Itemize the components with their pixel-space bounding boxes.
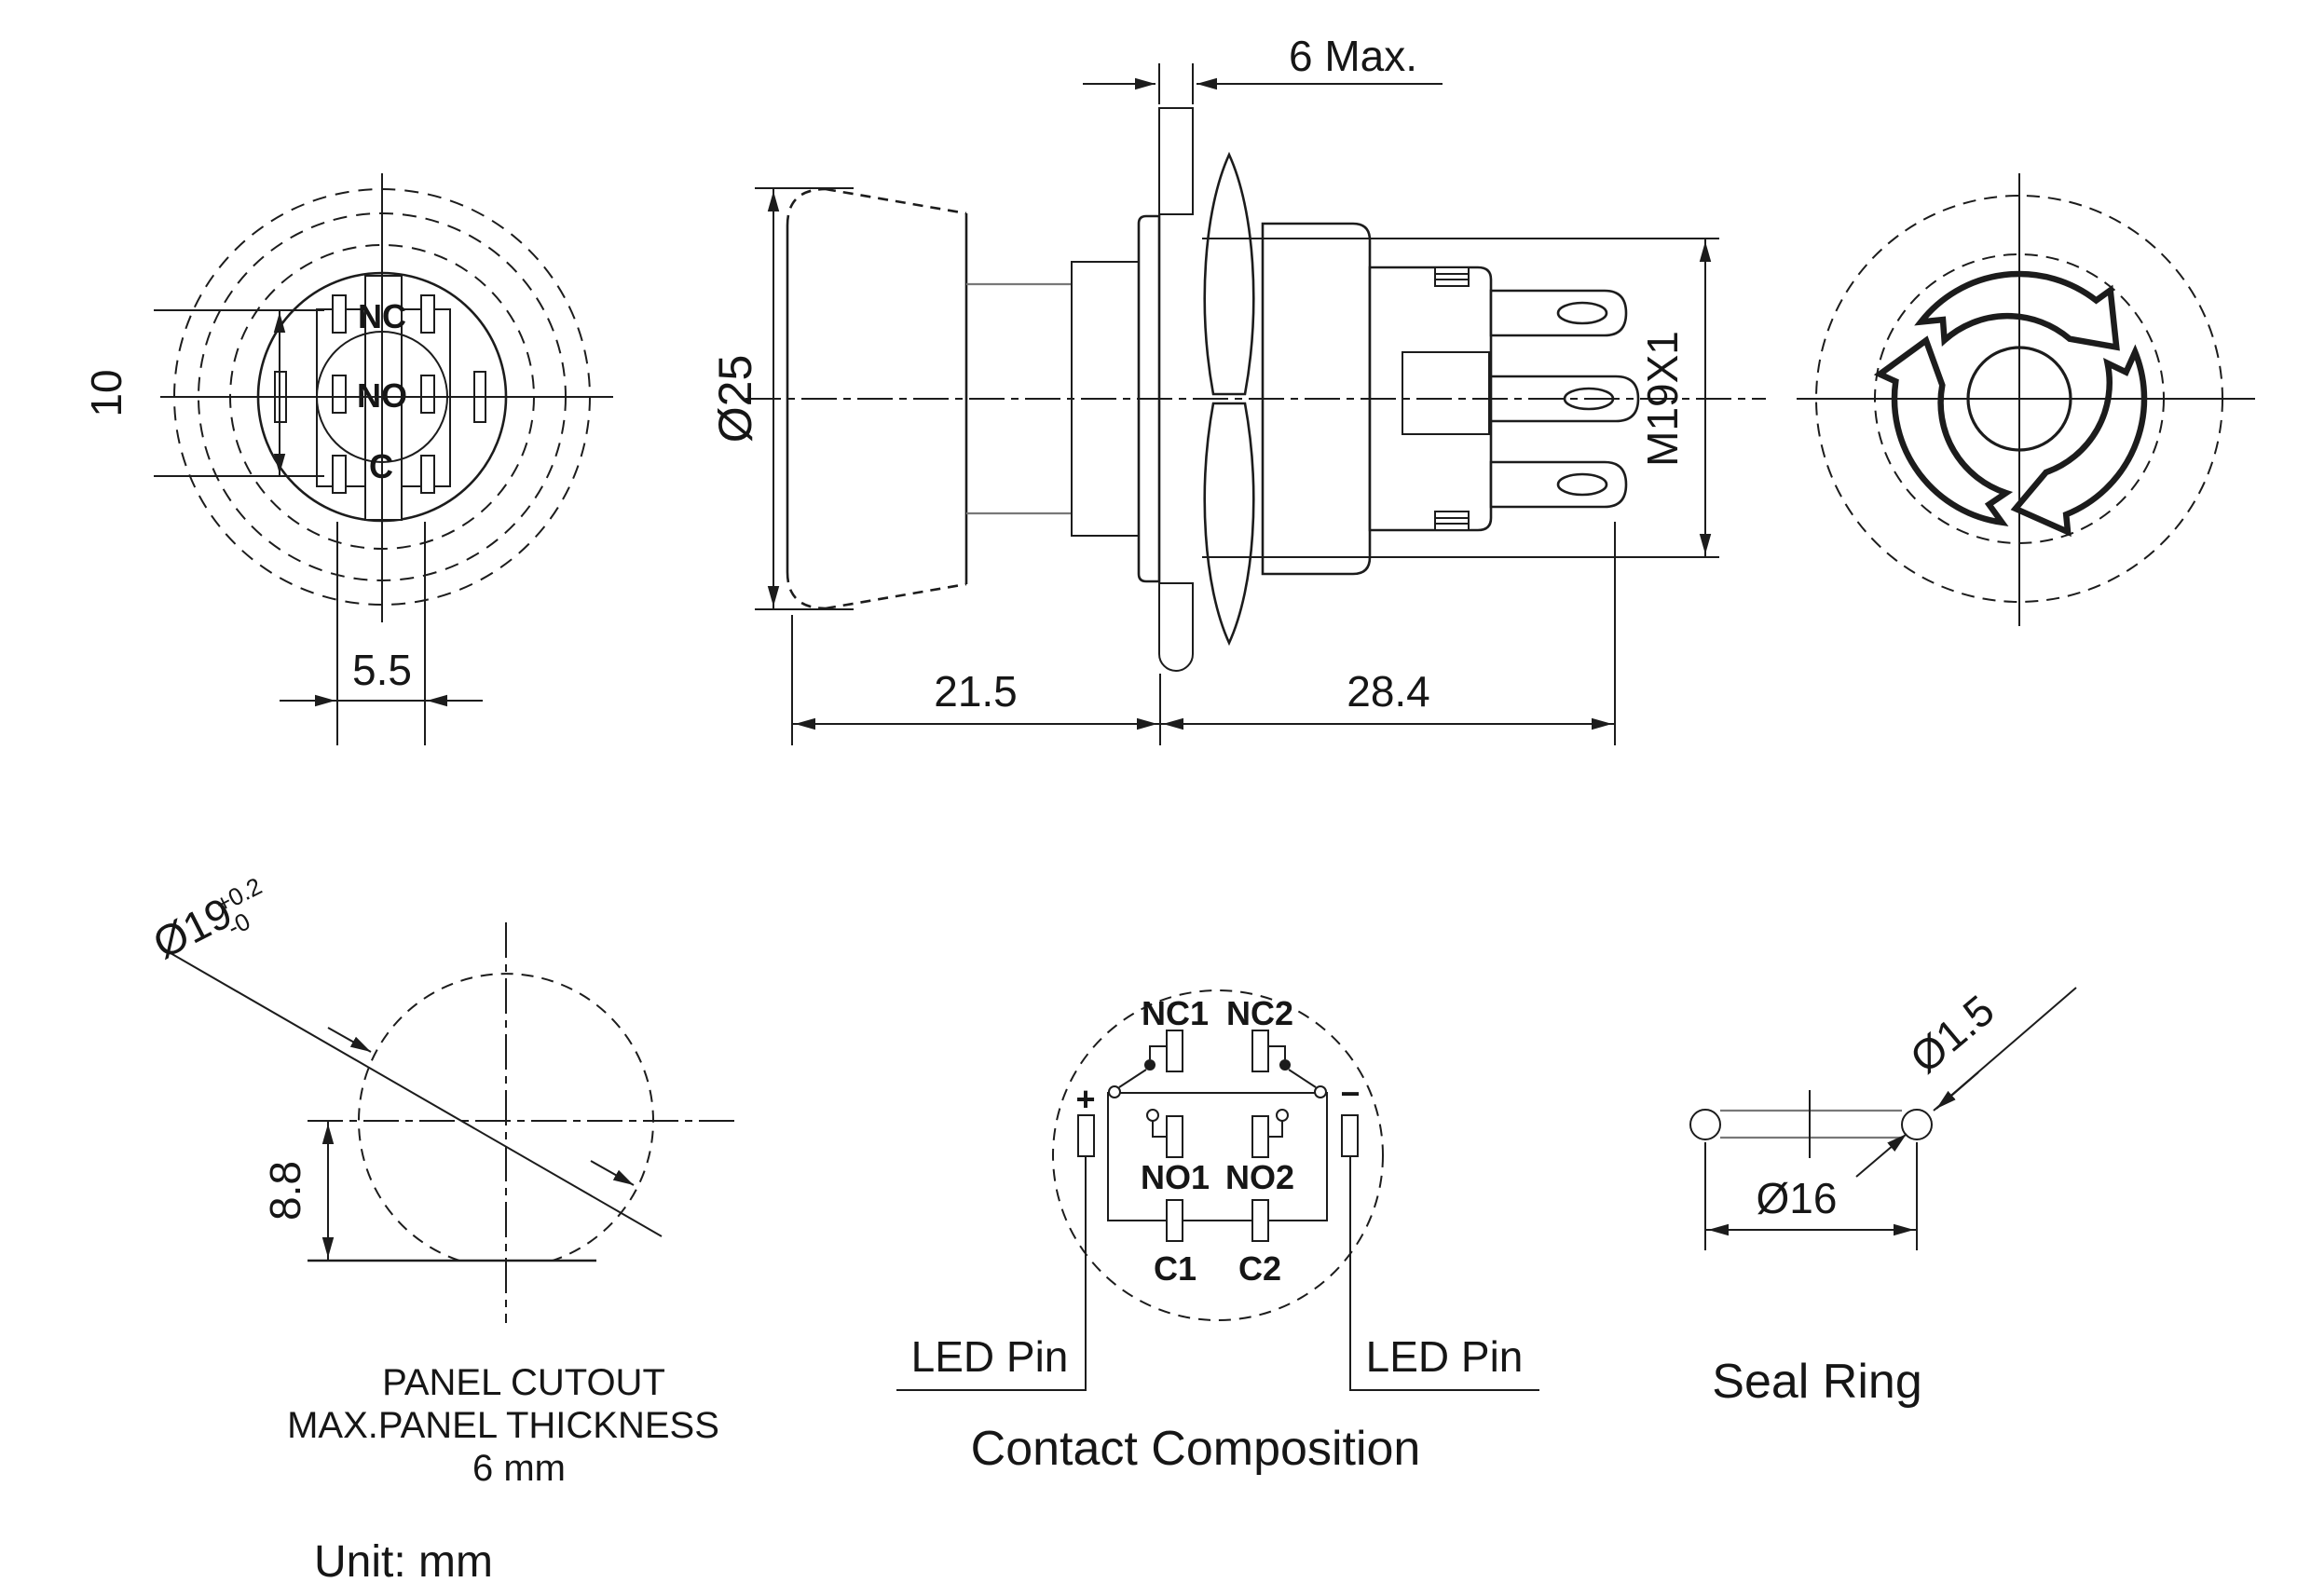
panel-cutout-caption-1: PANEL CUTOUT xyxy=(382,1362,665,1403)
svg-text:5.5: 5.5 xyxy=(352,646,412,694)
polarity-plus-icon: + xyxy=(1075,1080,1095,1118)
label-nc2: NC2 xyxy=(1226,994,1293,1032)
dim-panel-thickness: 6 Max. xyxy=(1083,32,1443,104)
label-no2: NO2 xyxy=(1225,1158,1294,1196)
dim-rear-length: 28.4 xyxy=(1347,667,1430,716)
polarity-minus-icon: − xyxy=(1340,1074,1360,1112)
c-terminals xyxy=(1166,1199,1269,1242)
panel-cutout-caption-2: MAX.PANEL THICKNESS xyxy=(287,1405,719,1446)
label-c2: C2 xyxy=(1238,1249,1281,1288)
contact-bridge-rect xyxy=(1107,1092,1328,1221)
panel-hatch-top xyxy=(1158,107,1194,215)
svg-text:Ø25: Ø25 xyxy=(709,355,761,443)
contact-composition-caption: Contact Composition xyxy=(971,1422,1421,1476)
contact-composition-view: NC1 NC2 NO1 NO2 C1 C2 + − LED Pin LED Pi… xyxy=(896,989,1539,1476)
hex-nut xyxy=(1203,151,1255,647)
svg-text:8.8: 8.8 xyxy=(261,1161,309,1221)
dim-thread-spec: M19X1 xyxy=(1202,238,1719,558)
led-pin-label-right: LED Pin xyxy=(1366,1332,1524,1381)
led-pins xyxy=(896,1114,1539,1391)
dim-cord-diameter: Ø1.5 xyxy=(1855,986,2077,1178)
dim-ring-diameter: Ø16 xyxy=(1704,1142,1918,1250)
side-view: 6 Max. Ø25 M19X1 xyxy=(709,32,1766,745)
dim-front-length: 21.5 xyxy=(934,667,1018,716)
dim-cap-diameter: Ø25 xyxy=(709,187,854,610)
seal-ring-view: Ø1.5 Ø16 Seal Ring xyxy=(1689,986,2077,1409)
dim-slot-width: 5.5 xyxy=(280,522,483,745)
dim-pin-row-spacing: 10 xyxy=(82,309,324,477)
label-nc1: NC1 xyxy=(1142,994,1209,1032)
latch-clip-bottom xyxy=(1434,511,1470,531)
no-contacts xyxy=(1146,1109,1289,1158)
dim-lengths: 21.5 28.4 xyxy=(791,522,1616,745)
contact-circle xyxy=(1052,989,1384,1321)
nc-contacts xyxy=(1108,1030,1327,1098)
label-c1: C1 xyxy=(1154,1249,1197,1288)
terminal-pins xyxy=(1489,289,1640,509)
housing-inner-plate xyxy=(1402,351,1490,435)
dim-flat-height: 8.8 xyxy=(261,1121,335,1261)
led-pin-label-left: LED Pin xyxy=(911,1332,1069,1381)
ring-section-right xyxy=(1901,1109,1933,1140)
cutout-circle xyxy=(358,973,654,1262)
label-no1: NO1 xyxy=(1141,1158,1210,1196)
ring-section-left xyxy=(1689,1109,1721,1140)
seal-ring-caption: Seal Ring xyxy=(1712,1355,1921,1409)
panel-cutout-view: Ø19 +0.2 -0 8.8 PANEL CUTOUT MAX.PANEL T… xyxy=(145,872,736,1489)
svg-text:6 Max.: 6 Max. xyxy=(1289,32,1417,80)
latch-clip-top xyxy=(1434,266,1470,287)
dim-hole-diameter: Ø19 +0.2 -0 xyxy=(145,872,663,1237)
panel-hatch-bottom xyxy=(1158,582,1194,672)
panel-cutout-caption-3: 6 mm xyxy=(472,1448,566,1489)
front-view-turn-reset xyxy=(1797,173,2255,626)
panel-section xyxy=(1158,107,1194,672)
rear-view: NC NO C 10 5.5 xyxy=(82,173,613,745)
unit-note: Unit: mm xyxy=(314,1537,493,1587)
svg-text:M19X1: M19X1 xyxy=(1638,331,1687,467)
svg-text:10: 10 xyxy=(82,369,130,416)
svg-text:Ø1.5: Ø1.5 xyxy=(1901,986,2003,1083)
svg-text:Ø16: Ø16 xyxy=(1757,1174,1838,1222)
